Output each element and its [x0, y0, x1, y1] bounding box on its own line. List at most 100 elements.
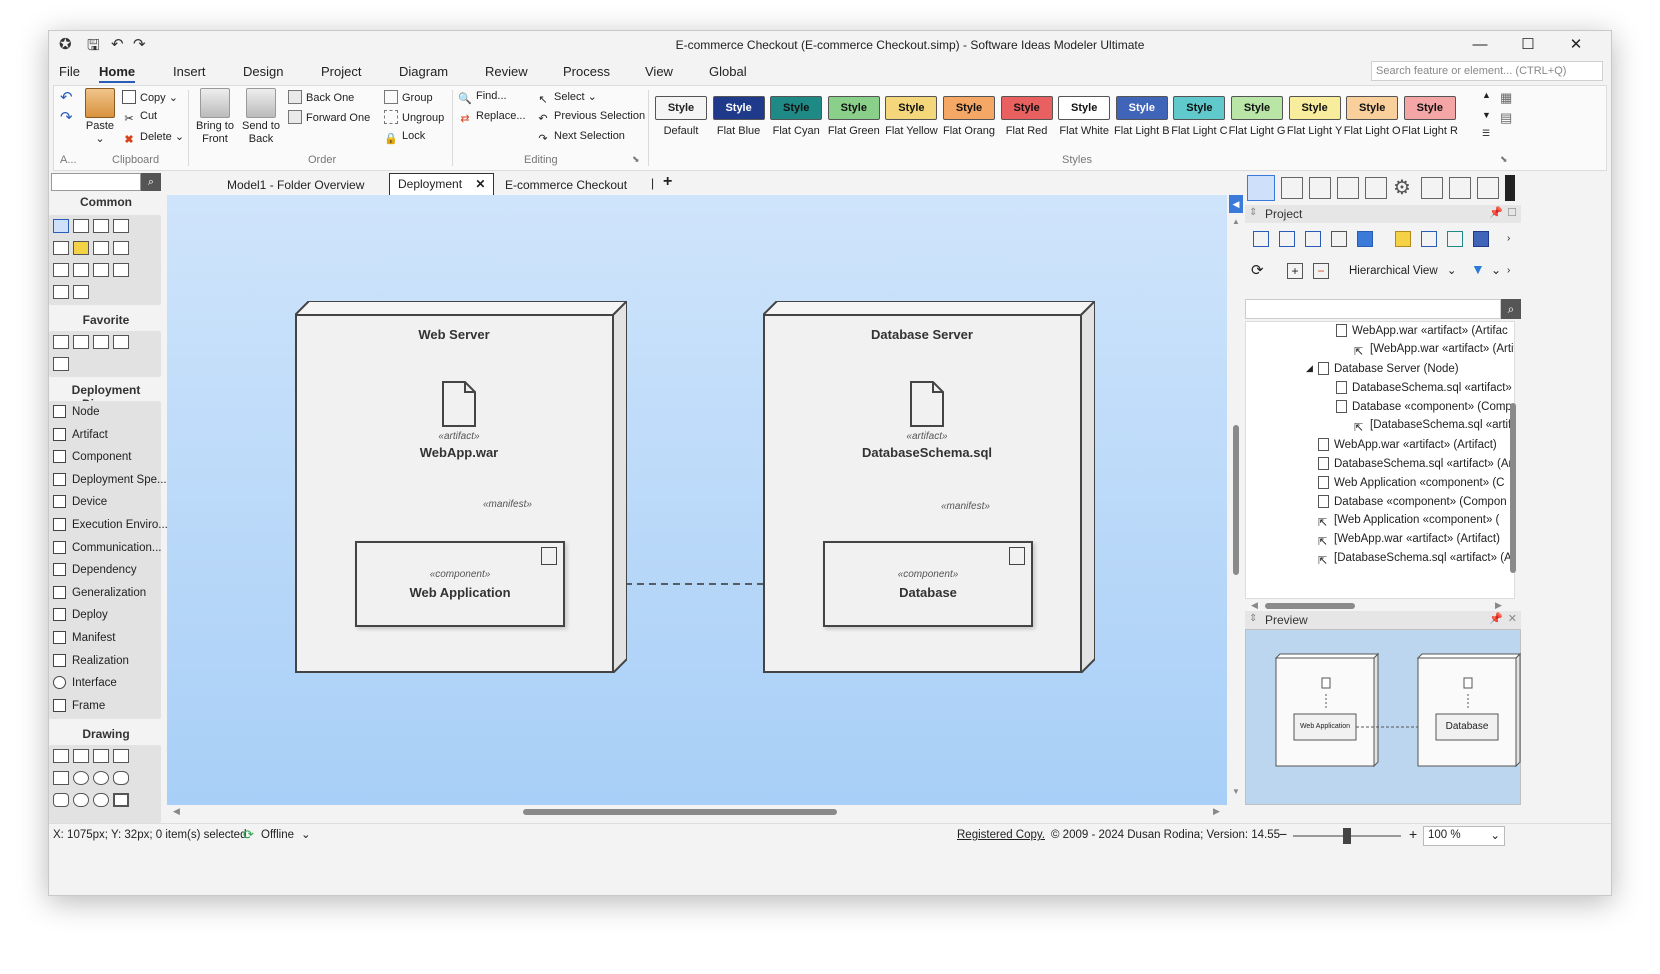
zoom-in-icon[interactable]: + [1409, 826, 1418, 842]
library-icon[interactable] [1365, 177, 1387, 199]
editing-expand-icon[interactable]: ⬊ [632, 154, 640, 164]
tree-item[interactable]: Database «component» (Comp [1336, 400, 1512, 418]
toolbox-item-frame[interactable]: Frame [53, 698, 105, 712]
diagram-canvas[interactable]: Web Server «artifact» WebApp.war «manife… [167, 195, 1227, 805]
styles-scroll-down-icon[interactable]: ▼ [1482, 110, 1491, 120]
move-tool-icon[interactable] [73, 219, 89, 233]
line-tool-icon[interactable] [93, 241, 109, 255]
toolbox-item-deployment-spe[interactable]: Deployment Spe... [53, 472, 167, 486]
select-dropdown-icon[interactable]: ⌄ [587, 91, 597, 103]
canvas-horizontal-scrollbar[interactable]: ◀ ▶ [167, 805, 1229, 819]
frame-tool-icon[interactable] [113, 263, 129, 277]
capsule-tool-icon[interactable] [93, 793, 109, 807]
panel-overflow-icon[interactable] [1505, 175, 1515, 201]
diagram-preview[interactable]: Web Application Database [1245, 629, 1522, 805]
tree-vertical-scrollbar[interactable] [1507, 323, 1519, 597]
styles-more-icon[interactable]: ☰ [1482, 128, 1491, 138]
close-panel-icon[interactable]: ✕ [1507, 613, 1517, 625]
add-tab-icon[interactable]: + [663, 173, 673, 190]
styles-expand-icon[interactable]: ⬊ [1500, 154, 1508, 164]
vertical-scroll-thumb[interactable] [1233, 425, 1239, 575]
style-grid-icon[interactable]: ▦ [1500, 90, 1513, 105]
view-mode-dropdown-icon[interactable]: ⌄ [1446, 265, 1457, 277]
toolbox-item-deploy[interactable]: Deploy [53, 608, 108, 622]
manifest-favorite-icon[interactable] [53, 335, 69, 349]
zoom-dropdown-icon[interactable]: ⌄ [1490, 830, 1500, 842]
canvas-vertical-scrollbar[interactable]: ◀ ▲ ▼ [1229, 195, 1243, 805]
tree-item[interactable]: ⇱[DatabaseSchema.sql «artifact [1354, 419, 1514, 437]
zoom-level-select[interactable]: 100 % ⌄ [1423, 826, 1505, 846]
menu-design[interactable]: Design [243, 64, 284, 79]
expand-all-icon[interactable] [1421, 231, 1437, 247]
previous-selection-button[interactable]: ↶Previous Selection [536, 110, 645, 126]
toolbox-item-generalization[interactable]: Generalization [53, 585, 146, 599]
blob-tool-icon[interactable] [113, 771, 129, 785]
menu-review[interactable]: Review [485, 64, 528, 79]
add-item-icon[interactable]: + [1287, 263, 1303, 279]
tools-icon[interactable] [1449, 177, 1471, 199]
webapp-artifact[interactable]: «artifact» WebApp.war [387, 381, 531, 465]
restore-panel-icon[interactable]: ☐ [1507, 207, 1517, 219]
close-tab-icon[interactable]: ✕ [475, 177, 486, 191]
group-button[interactable]: Group [384, 90, 433, 104]
menu-home[interactable]: Home [99, 64, 136, 83]
oval-tool-icon[interactable] [73, 793, 89, 807]
toolbox-item-artifact[interactable]: Artifact [53, 427, 108, 441]
printer-icon[interactable] [1421, 177, 1443, 199]
toolbox-item-realization[interactable]: Realization [53, 653, 129, 667]
connection-dropdown-icon[interactable]: ⌄ [301, 829, 311, 841]
editor-icon[interactable] [1337, 177, 1359, 199]
zoom-slider[interactable] [1293, 828, 1401, 844]
toolbox-search-icon[interactable]: ⌕ [141, 173, 161, 191]
toolbox-item-manifest[interactable]: Manifest [53, 631, 115, 644]
lock-button[interactable]: 🔒Lock [384, 130, 426, 145]
toolbar-more-icon[interactable]: › [1507, 265, 1511, 276]
toolbox-item-component[interactable]: Component [53, 450, 131, 464]
arc-tool-icon[interactable] [93, 771, 109, 785]
tree-horizontal-scrollbar[interactable]: ◀ ▶ [1245, 599, 1521, 613]
documents-icon[interactable] [1309, 177, 1331, 199]
pointer-tool-icon[interactable] [53, 219, 69, 233]
toolbox-item-device[interactable]: Device [53, 495, 107, 509]
node-favorite-icon[interactable] [113, 335, 129, 349]
tree-item[interactable]: Database «component» (Compon [1318, 495, 1507, 513]
rectangle-tool-icon[interactable] [53, 771, 69, 785]
cut-button[interactable]: ✂Cut [122, 110, 157, 126]
styles-scroll-up-icon[interactable]: ▲ [1482, 90, 1491, 100]
collapse-panel-icon[interactable]: ◀ [1229, 195, 1243, 213]
table-tool-icon[interactable] [73, 263, 89, 277]
horizontal-scroll-thumb[interactable] [523, 809, 837, 815]
menu-project[interactable]: Project [321, 64, 362, 79]
new-package-icon[interactable] [1305, 231, 1321, 247]
pin-icon[interactable]: 📌 [1489, 207, 1503, 219]
scroll-down-icon[interactable]: ▼ [1232, 787, 1240, 796]
draw-line-tool-icon[interactable] [113, 749, 129, 763]
dbschema-artifact[interactable]: «artifact» DatabaseSchema.sql [847, 381, 1007, 465]
tree-scroll-left-icon[interactable]: ◀ [1251, 600, 1258, 610]
undo-ribbon-icon[interactable]: ↶ [60, 89, 73, 106]
tree-expand-icon[interactable]: ◢ [1306, 363, 1313, 373]
arrow-tool-icon[interactable] [73, 749, 89, 763]
maximize-button[interactable]: ☐ [1521, 36, 1535, 53]
dependency-favorite-icon[interactable] [53, 357, 69, 371]
view-mode-select[interactable]: Hierarchical View ⌄ [1349, 265, 1457, 277]
zoom-slider-thumb[interactable] [1343, 828, 1351, 844]
window-tool-icon[interactable] [73, 285, 89, 299]
menu-insert[interactable]: Insert [173, 64, 206, 79]
menu-view[interactable]: View [645, 64, 673, 79]
toolbar-more-icon[interactable]: › [1507, 233, 1511, 244]
forward-one-button[interactable]: Forward One [288, 110, 370, 124]
tree-item[interactable]: ⇱[WebApp.war «artifact» (Artifact) [1318, 533, 1500, 551]
image-tool-icon[interactable] [113, 241, 129, 255]
zoom-out-icon[interactable]: − [1279, 826, 1288, 842]
